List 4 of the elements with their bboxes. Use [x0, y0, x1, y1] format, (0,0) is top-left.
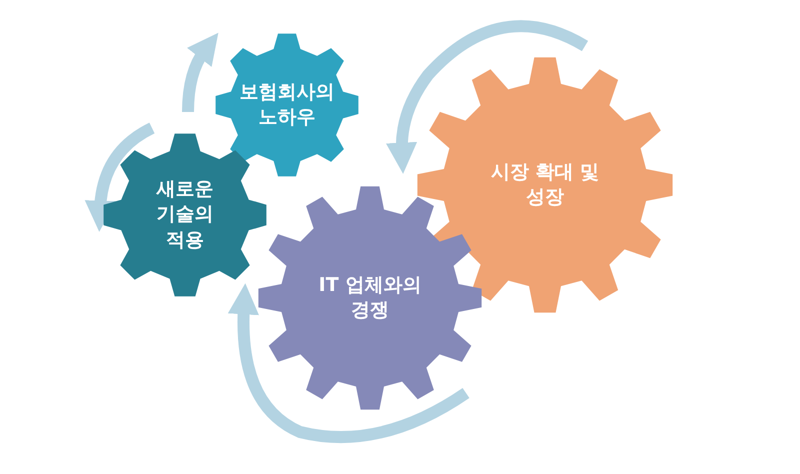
gear-label: 새로운 기술의 적용 [155, 176, 214, 253]
gear-label: IT 업체와의 경쟁 [318, 272, 422, 324]
gear-label: 보험회사의 노하우 [238, 80, 336, 130]
gear-label: 시장 확대 및 성장 [490, 160, 600, 210]
